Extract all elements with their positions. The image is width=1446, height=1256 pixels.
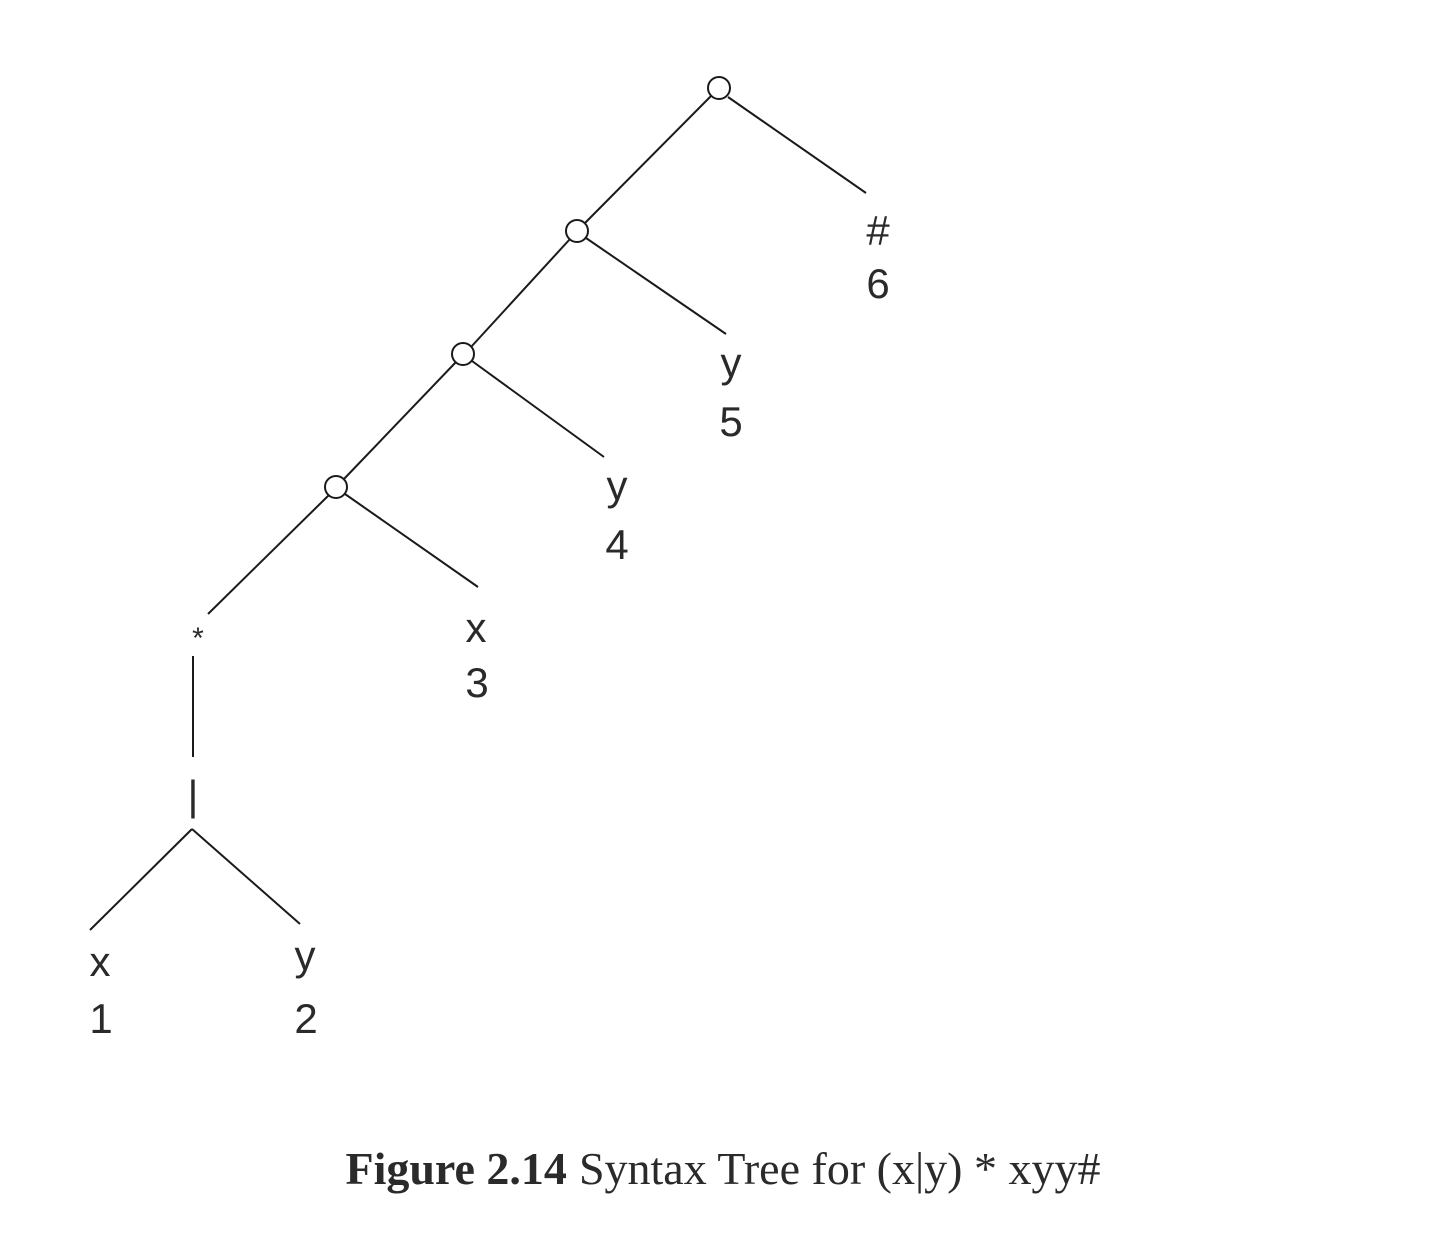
concat-node-2 xyxy=(565,219,589,243)
edge-cat2-leaf5 xyxy=(585,237,727,335)
leaf-2-position: 2 xyxy=(294,995,317,1042)
leaf-1-position: 1 xyxy=(89,995,112,1042)
figure-title: Syntax Tree for (x|y) * xyy# xyxy=(578,1143,1101,1194)
figure-label: Figure 2.14 xyxy=(345,1143,567,1194)
edge-union-leaf1 xyxy=(89,828,193,931)
leaf-3-position: 3 xyxy=(465,659,488,706)
edge-cat2-cat3 xyxy=(470,238,571,348)
edge-cat1-cat2 xyxy=(583,94,713,225)
edge-cat1-leaf6 xyxy=(727,96,867,194)
edge-cat3-cat4 xyxy=(342,361,457,481)
leaf-3-symbol: x xyxy=(466,604,487,651)
edge-cat4-leaf3 xyxy=(344,493,479,588)
leaf-2-symbol: y xyxy=(295,932,316,979)
edge-cat3-leaf4 xyxy=(471,360,605,458)
union-operator-label: | xyxy=(188,772,199,819)
edge-cat4-star xyxy=(207,494,330,615)
leaf-4-symbol: y xyxy=(607,462,628,509)
concat-node-3 xyxy=(451,342,475,366)
leaf-4-position: 4 xyxy=(605,521,628,568)
leaf-6-symbol: # xyxy=(866,207,890,254)
leaf-1-symbol: x xyxy=(90,938,111,985)
leaf-6-position: 6 xyxy=(866,260,889,307)
leaf-5-position: 5 xyxy=(719,398,742,445)
concat-node-4 xyxy=(324,475,348,499)
edge-union-leaf2 xyxy=(191,828,301,925)
star-operator-label: * xyxy=(192,622,204,655)
concat-node-1 xyxy=(707,76,731,100)
leaf-5-symbol: y xyxy=(721,339,742,386)
